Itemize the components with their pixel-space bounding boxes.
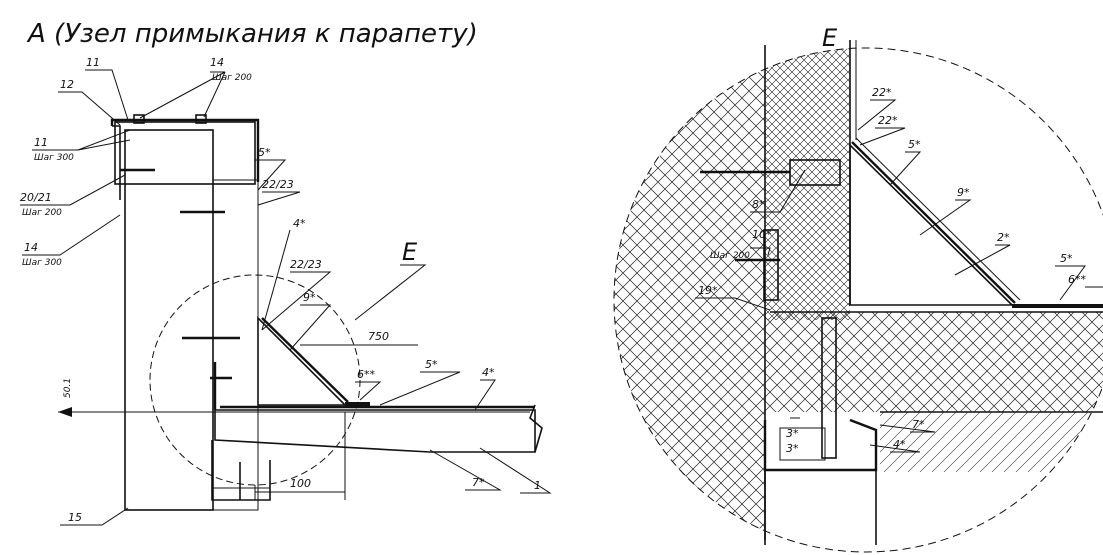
left-leaders xyxy=(20,69,552,526)
callout-14-bottom-step: Шаг 300 xyxy=(22,258,62,268)
callout-11-top: 11 xyxy=(86,56,100,69)
detail-callout-6-starstar: 6** xyxy=(1068,273,1086,286)
detail-callout-10-star: 10* xyxy=(752,228,772,241)
detail-callout-19-star: 19* xyxy=(698,284,718,297)
detail-callout-8-star: 8* xyxy=(752,198,765,211)
dim-100-label: 100 xyxy=(290,477,311,490)
callout-12: 12 xyxy=(60,78,74,91)
beam-flange xyxy=(211,487,271,501)
section-a-drawing: А (Узел примыкания к парапету) xyxy=(20,19,552,526)
callout-14-top-step: Шаг 200 xyxy=(212,73,252,83)
detail-callout-2-star: 2* xyxy=(997,231,1010,244)
cap-flashing xyxy=(110,118,260,182)
detail-e-drawing: Е xyxy=(613,24,1103,553)
detail-callout-22-star-a: 22* xyxy=(872,86,892,99)
callout-14-top: 14 xyxy=(210,56,224,69)
detail-vertical-fastener xyxy=(821,317,837,459)
detail-column xyxy=(764,470,877,545)
detail-roof-slab xyxy=(765,312,1103,412)
detail-callout-9-star: 9* xyxy=(957,186,970,199)
callout-7-star: 7* xyxy=(472,476,485,489)
detail-parapet-wall xyxy=(614,48,765,552)
detail-callout-22-star-b: 22* xyxy=(878,114,898,127)
detail-fillet xyxy=(849,143,1014,306)
detail-callout-5-star: 5* xyxy=(908,138,921,151)
callout-4-star-roof: 4* xyxy=(482,366,495,379)
right-leaders xyxy=(695,99,1103,453)
detail-callout-4-star: 4* xyxy=(893,438,906,451)
parapet-cap xyxy=(114,121,256,185)
callout-5-star: 5* xyxy=(258,146,271,159)
callout-20-21: 20/21 xyxy=(20,191,52,204)
callout-15: 15 xyxy=(68,511,82,524)
level-mark: 50.1 xyxy=(63,378,73,398)
detail-e-contents xyxy=(614,48,1103,552)
callout-6-starstar: 6** xyxy=(357,368,375,381)
detail-callout-7-star: 7* xyxy=(912,418,925,431)
detail-bracket-top xyxy=(789,159,841,186)
roof-slab xyxy=(214,409,536,453)
callout-11-left: 11 xyxy=(34,136,48,149)
detail-callout-5-star-roof: 5* xyxy=(1060,252,1073,265)
axis-arrow xyxy=(58,407,72,417)
detail-fillet-membrane-outer xyxy=(855,137,1021,301)
detail-bracket-middle xyxy=(763,229,779,301)
detail-callout-10-step: Шаг 200 xyxy=(710,251,750,261)
detail-callout-3-star: 3* xyxy=(786,427,799,440)
callout-22-23-top: 22/23 xyxy=(262,178,294,191)
parapet-wall xyxy=(124,129,214,511)
dim-750-label: 750 xyxy=(368,330,389,343)
detail-fillet-membrane xyxy=(851,141,1016,304)
support-beam xyxy=(211,440,271,501)
slab-break-line xyxy=(529,404,543,453)
detail-circle-e xyxy=(149,274,361,486)
cap-flashing-drip xyxy=(112,125,121,200)
section-a-title: А (Узел примыкания к парапету) xyxy=(26,19,478,49)
detail-circle-border xyxy=(613,47,1103,553)
callout-14-bottom: 14 xyxy=(24,241,38,254)
callout-1: 1 xyxy=(534,479,541,492)
fillet-membrane xyxy=(261,317,349,403)
cap-bolt-left xyxy=(133,114,145,124)
callout-9-star: 9* xyxy=(303,291,316,304)
insulation-fillet xyxy=(257,316,347,406)
detail-wall-insulation xyxy=(765,48,850,320)
detail-outlines xyxy=(700,40,1103,545)
detail-channel-infill xyxy=(779,427,826,461)
callout-20-21-step: Шаг 200 xyxy=(22,208,62,218)
callout-5-star-roof: 5* xyxy=(425,358,438,371)
callout-4-star-wall: 4* xyxy=(293,217,306,230)
cap-bolt-right xyxy=(195,114,207,124)
detail-e-title: Е xyxy=(822,24,838,52)
callout-11-left-step: Шаг 300 xyxy=(34,153,74,163)
callout-e: Е xyxy=(402,238,418,266)
detail-callout-3-star-b: 3* xyxy=(786,442,799,455)
parapet-inner-layer xyxy=(212,179,259,511)
callout-22-23-mid: 22/23 xyxy=(290,258,322,271)
